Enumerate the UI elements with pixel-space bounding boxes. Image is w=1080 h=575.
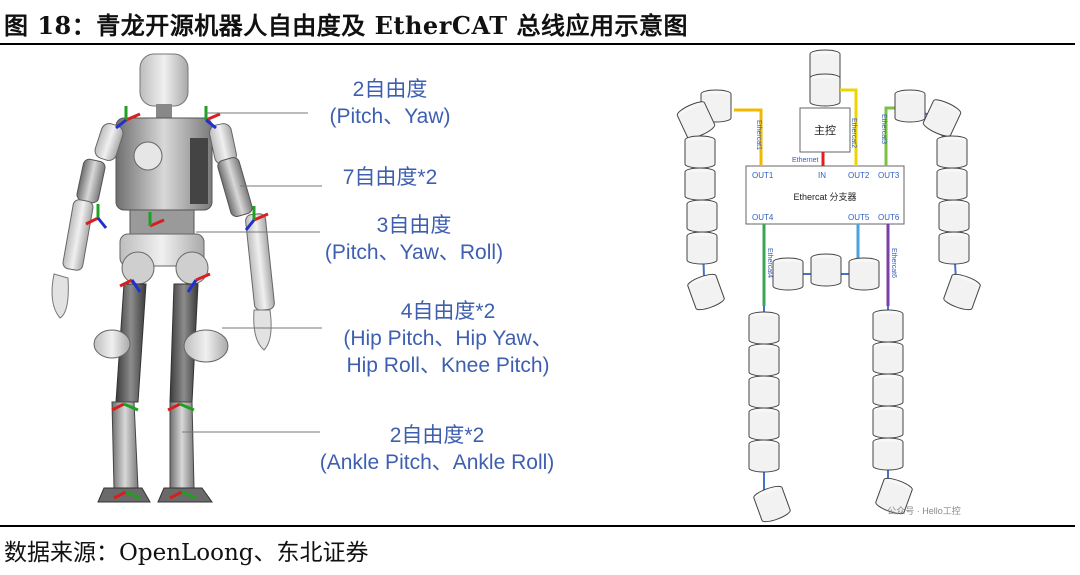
ethercat-diagram: 主控 Ethercat 分支器 OUT1 IN OUT2 OUT3 OUT4 O… <box>675 49 983 525</box>
label-ethercat1: Ethercat1 <box>755 120 762 150</box>
source-rule <box>0 525 1075 527</box>
port-out3: OUT3 <box>878 171 900 180</box>
switch-label: Ethercat 分支器 <box>793 191 856 202</box>
watermark: 公众号 · Hello工控 <box>887 505 961 516</box>
port-in: IN <box>818 171 826 180</box>
ethercat-switch <box>745 165 905 225</box>
cable-ethercat2 <box>840 88 858 166</box>
robot-illustration <box>51 53 275 503</box>
port-out6: OUT6 <box>878 213 900 222</box>
port-out4: OUT4 <box>752 213 774 222</box>
figure-source: 数据来源：OpenLoong、东北证券 <box>4 540 369 566</box>
label-ethercat3: Ethercat3 <box>880 114 887 144</box>
label-ethercat4: Ethercat4 <box>766 248 773 278</box>
title-rule <box>0 43 1075 45</box>
label-ethernet: Ethernet <box>792 157 819 164</box>
annotation-waist: 3自由度 (Pitch、Yaw、Roll) <box>324 214 504 264</box>
port-out1: OUT1 <box>752 171 774 180</box>
label-ethercat6: Ethercat6 <box>890 248 897 278</box>
port-out2: OUT2 <box>848 171 870 180</box>
label-ethercat2: Ethercat2 <box>850 118 857 148</box>
cable-ethercat1 <box>734 108 763 166</box>
annotation-head: 2自由度 (Pitch、Yaw) <box>329 78 451 128</box>
annotation-ankle: 2自由度*2 (Ankle Pitch、Ankle Roll) <box>319 424 555 474</box>
annotation-arm: 7自由度*2 <box>342 166 438 189</box>
master-controller <box>799 107 851 153</box>
annotation-hip-knee: 4自由度*2 (Hip Pitch、Hip Yaw、 Hip Roll、Knee… <box>343 300 553 377</box>
leader-lines <box>182 112 322 433</box>
figure-title: 图 18：青龙开源机器人自由度及 EtherCAT 总线应用示意图 <box>4 11 688 40</box>
port-out5: OUT5 <box>848 213 870 222</box>
master-label: 主控 <box>814 123 836 137</box>
